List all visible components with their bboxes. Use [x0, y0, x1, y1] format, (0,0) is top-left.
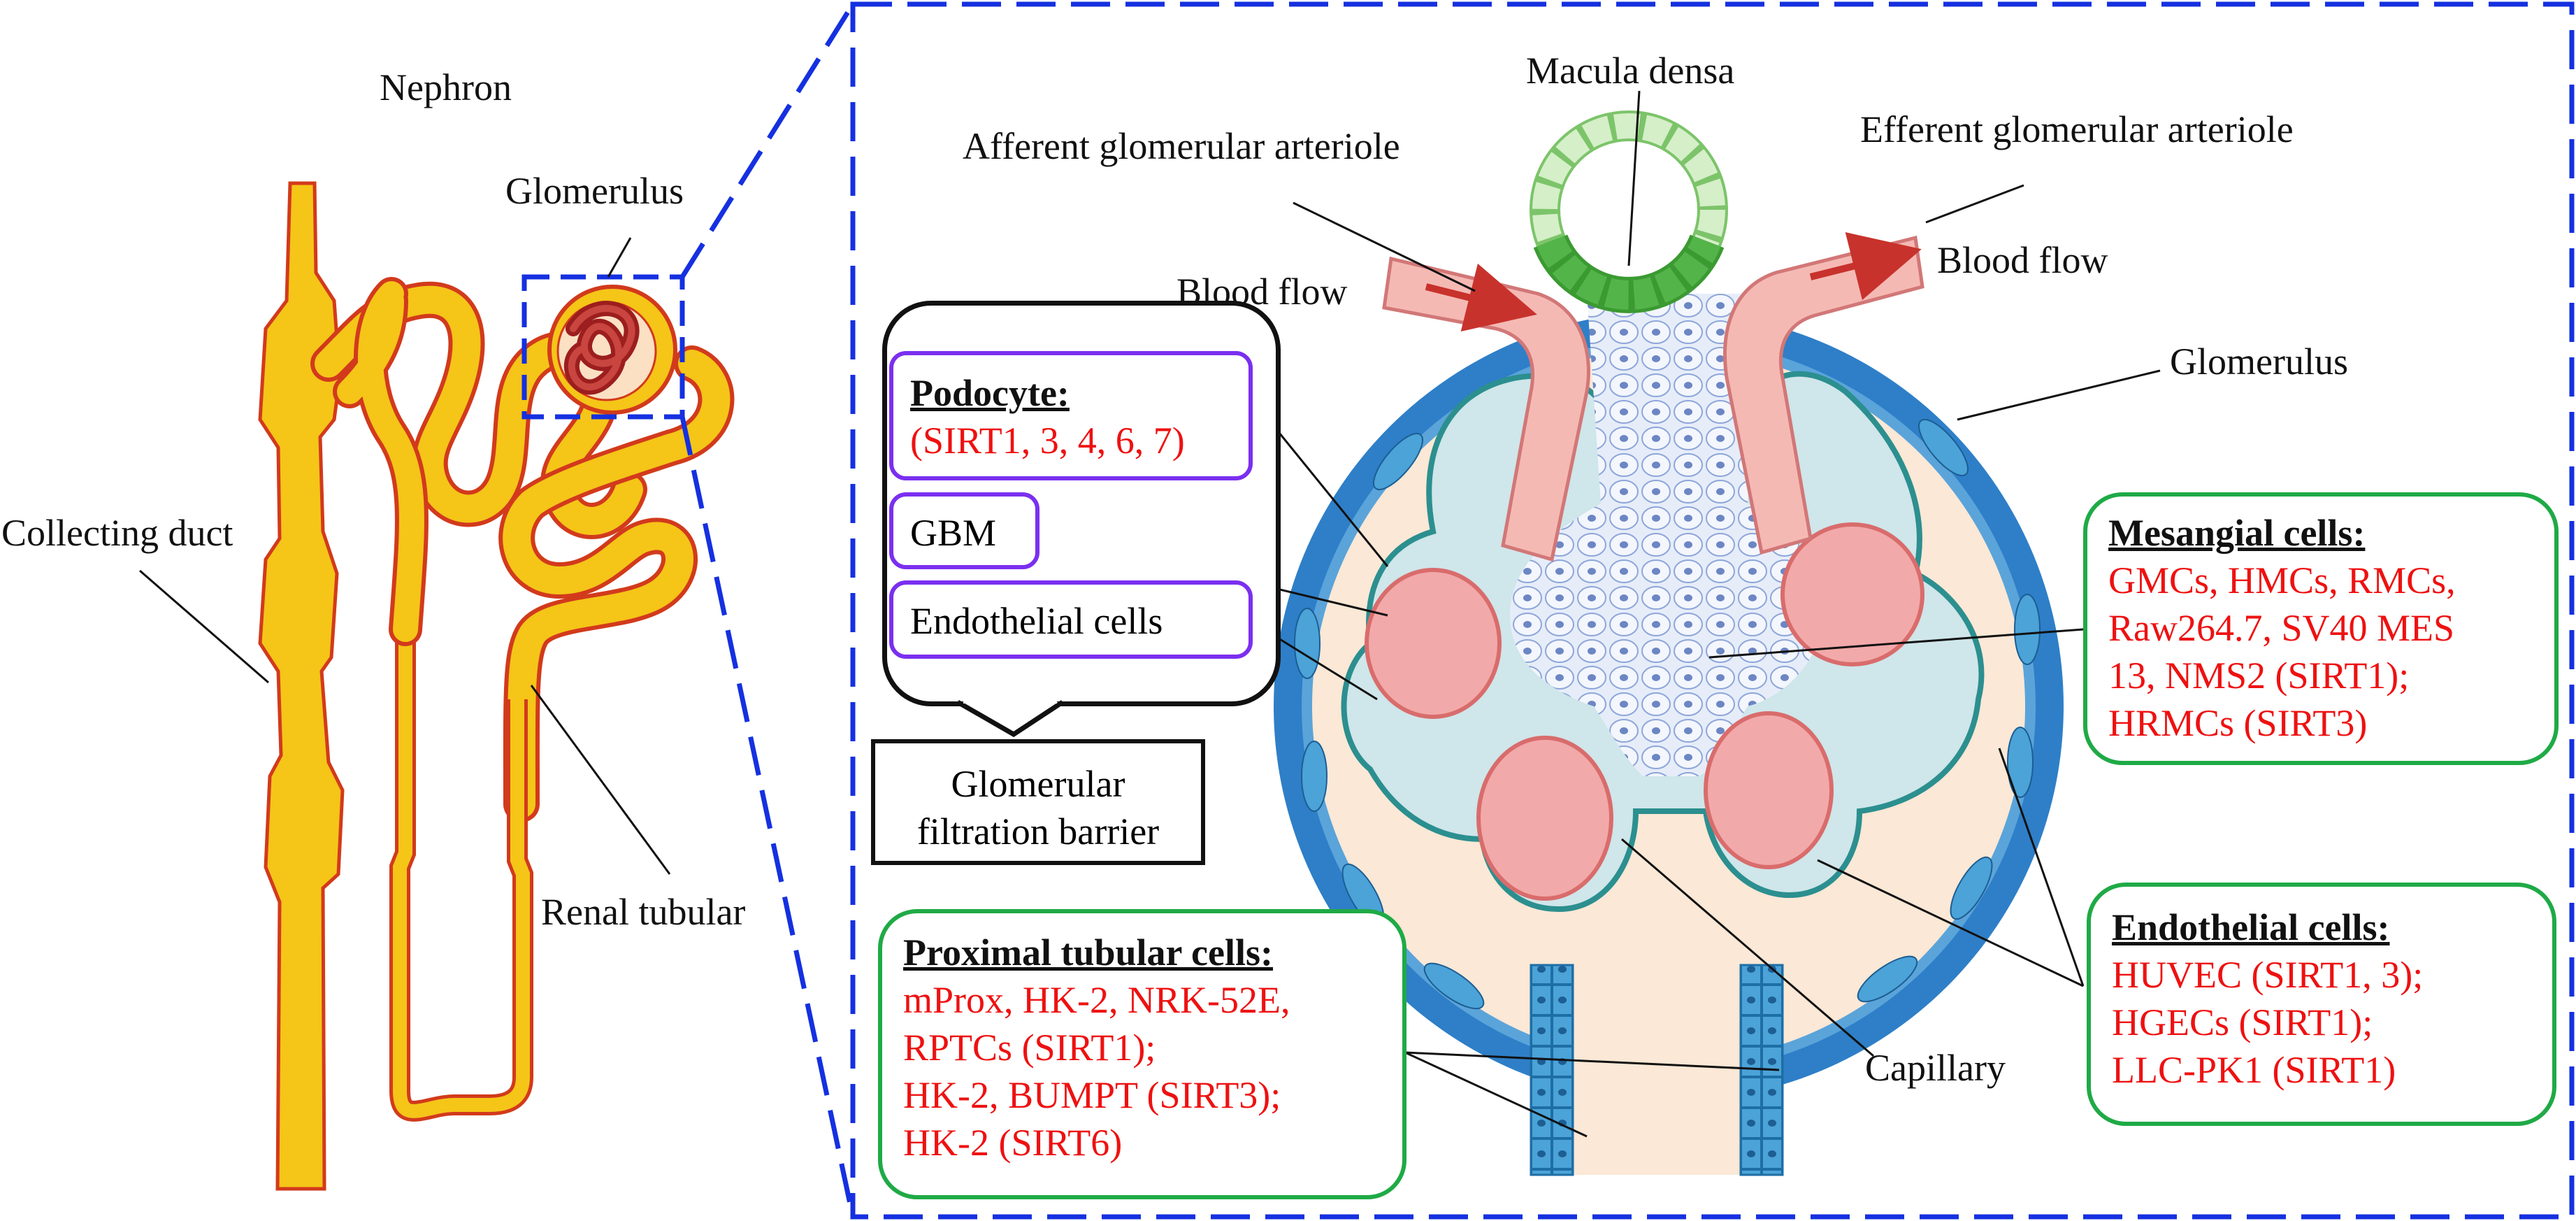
mesangial-line: HRMCs (SIRT3): [2108, 702, 2368, 744]
endothelial-line: HGECs (SIRT1);: [2112, 1001, 2373, 1043]
blood-flow-right-label: Blood flow: [1937, 239, 2108, 281]
endothelial-title: Endothelial cells:: [2112, 906, 2390, 948]
proximal-tubule-lumen: [1573, 965, 1741, 1175]
filtration-barrier-line2: filtration barrier: [916, 811, 1160, 852]
mesangial-line: Raw264.7, SV40 MES: [2108, 607, 2455, 649]
zoom-frame: [850, 1, 2575, 1220]
afferent-arteriole: [1382, 256, 1590, 562]
proximal-tubular-box: Proximal tubular cells: mProx, HK-2, NRK…: [878, 909, 1406, 1199]
macula-densa-label: Macula densa: [1526, 50, 1735, 92]
mesangial-title: Mesangial cells:: [2108, 512, 2366, 554]
filtration-barrier-line1: Glomerular: [951, 763, 1125, 805]
endothelial-barrier-label: Endothelial cells: [910, 600, 1163, 642]
renal-tubular-label: Renal tubular: [541, 891, 746, 933]
callout-tail: [958, 692, 1064, 738]
mesangial-line: 13, NMS2 (SIRT1);: [2108, 655, 2410, 697]
proximal-line: mProx, HK-2, NRK-52E,: [903, 979, 1290, 1021]
gbm-box: GBM: [889, 492, 1039, 569]
endothelial-line: LLC-PK1 (SIRT1): [2112, 1049, 2396, 1091]
nephron-label: Nephron: [380, 66, 512, 108]
efferent-arteriole-label: Efferent glomerular arteriole: [1860, 108, 2294, 150]
endothelial-cells-box: Endothelial cells: HUVEC (SIRT1, 3); HGE…: [2087, 883, 2556, 1126]
afferent-arteriole-label: Afferent glomerular arteriole: [963, 125, 1400, 167]
capillary-label: Capillary: [1865, 1047, 2006, 1089]
collecting-duct: [258, 181, 345, 1191]
efferent-arteriole: [1723, 235, 1924, 555]
mesangial-line: GMCs, HMCs, RMCs,: [2108, 559, 2456, 601]
proximal-line: RPTCs (SIRT1);: [903, 1027, 1156, 1069]
capillaries: [1365, 522, 1924, 901]
podocyte-title: Podocyte:: [910, 372, 1070, 414]
glomerulus-right-label: Glomerulus: [2170, 341, 2348, 383]
collecting-duct-label: Collecting duct: [1, 512, 233, 554]
filtration-barrier-label-box: Glomerular filtration barrier: [871, 739, 1205, 865]
podocyte-box: Podocyte: (SIRT1, 3, 4, 6, 7): [889, 351, 1253, 480]
glomerulus-left-label: Glomerulus: [505, 170, 684, 212]
proximal-line: HK-2, BUMPT (SIRT3);: [903, 1074, 1281, 1116]
tubule-wall-left: [1530, 964, 1574, 1176]
endothelial-line: HUVEC (SIRT1, 3);: [2112, 954, 2424, 996]
proximal-title: Proximal tubular cells:: [903, 931, 1273, 973]
endothelial-barrier-box: Endothelial cells: [889, 580, 1253, 659]
mesangial-cells-box: Mesangial cells: GMCs, HMCs, RMCs, Raw26…: [2083, 492, 2559, 765]
glomerulus-detail: [1274, 110, 2064, 1176]
nephron: [139, 3, 856, 1218]
podocyte-sirts: (SIRT1, 3, 4, 6, 7): [910, 420, 1185, 462]
macula-densa: [1530, 110, 1728, 313]
proximal-loop: [498, 345, 735, 822]
nephron-glomerulus: [547, 285, 677, 415]
selection-box: [521, 274, 685, 420]
proximal-line: HK-2 (SIRT6): [903, 1122, 1123, 1164]
gbm-label: GBM: [910, 512, 997, 554]
